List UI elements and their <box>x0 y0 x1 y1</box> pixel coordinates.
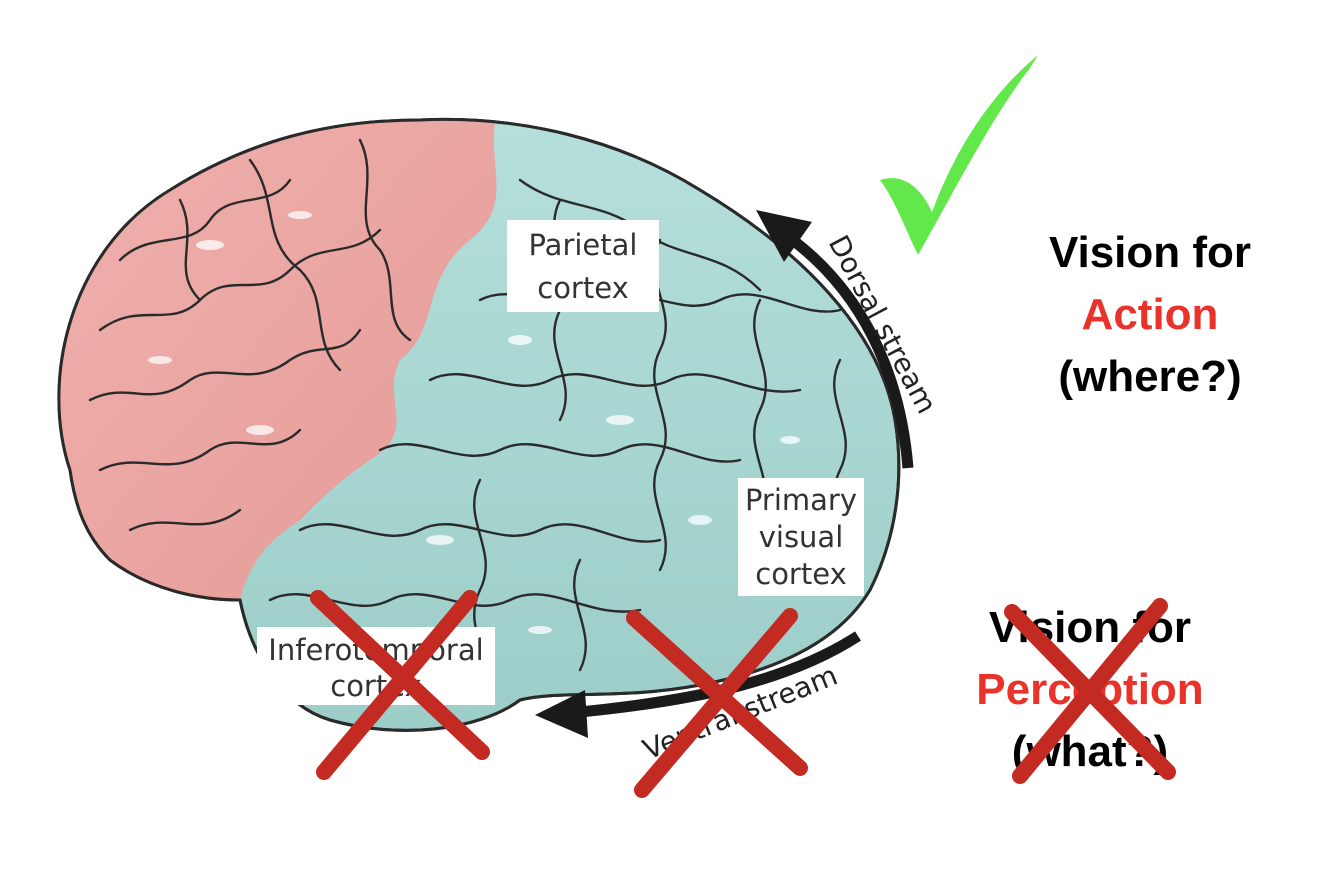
action-line-2: Action <box>1081 290 1219 339</box>
perception-line-1: Vision for <box>988 603 1192 652</box>
parietal-line-1: Parietal <box>529 228 638 262</box>
perception-line-3: (what?) <box>1011 727 1169 776</box>
inferotemporal-cortex-label: Inferotemporal cortex <box>257 627 495 705</box>
action-text-block: Vision for Action (where?) <box>1030 222 1270 408</box>
primary-visual-cortex-label: Primary visual cortex <box>738 478 864 596</box>
action-line-3: (where?) <box>1058 352 1242 401</box>
primary-visual-line-1: Primary <box>745 483 857 517</box>
green-check-icon <box>880 55 1038 255</box>
perception-text-block: Vision for Perception (what?) <box>955 597 1225 783</box>
primary-visual-line-2: visual <box>759 520 844 554</box>
perception-line-2: Perception <box>976 665 1204 714</box>
primary-visual-line-3: cortex <box>755 557 846 591</box>
parietal-cortex-label: Parietal cortex <box>507 220 659 312</box>
parietal-line-2: cortex <box>537 271 628 305</box>
dorsal-stream-arrow <box>756 210 914 469</box>
action-line-1: Vision for <box>1048 228 1252 277</box>
red-x-icon-ventral <box>626 608 808 798</box>
red-x-icon-inferotemporal <box>310 590 490 780</box>
